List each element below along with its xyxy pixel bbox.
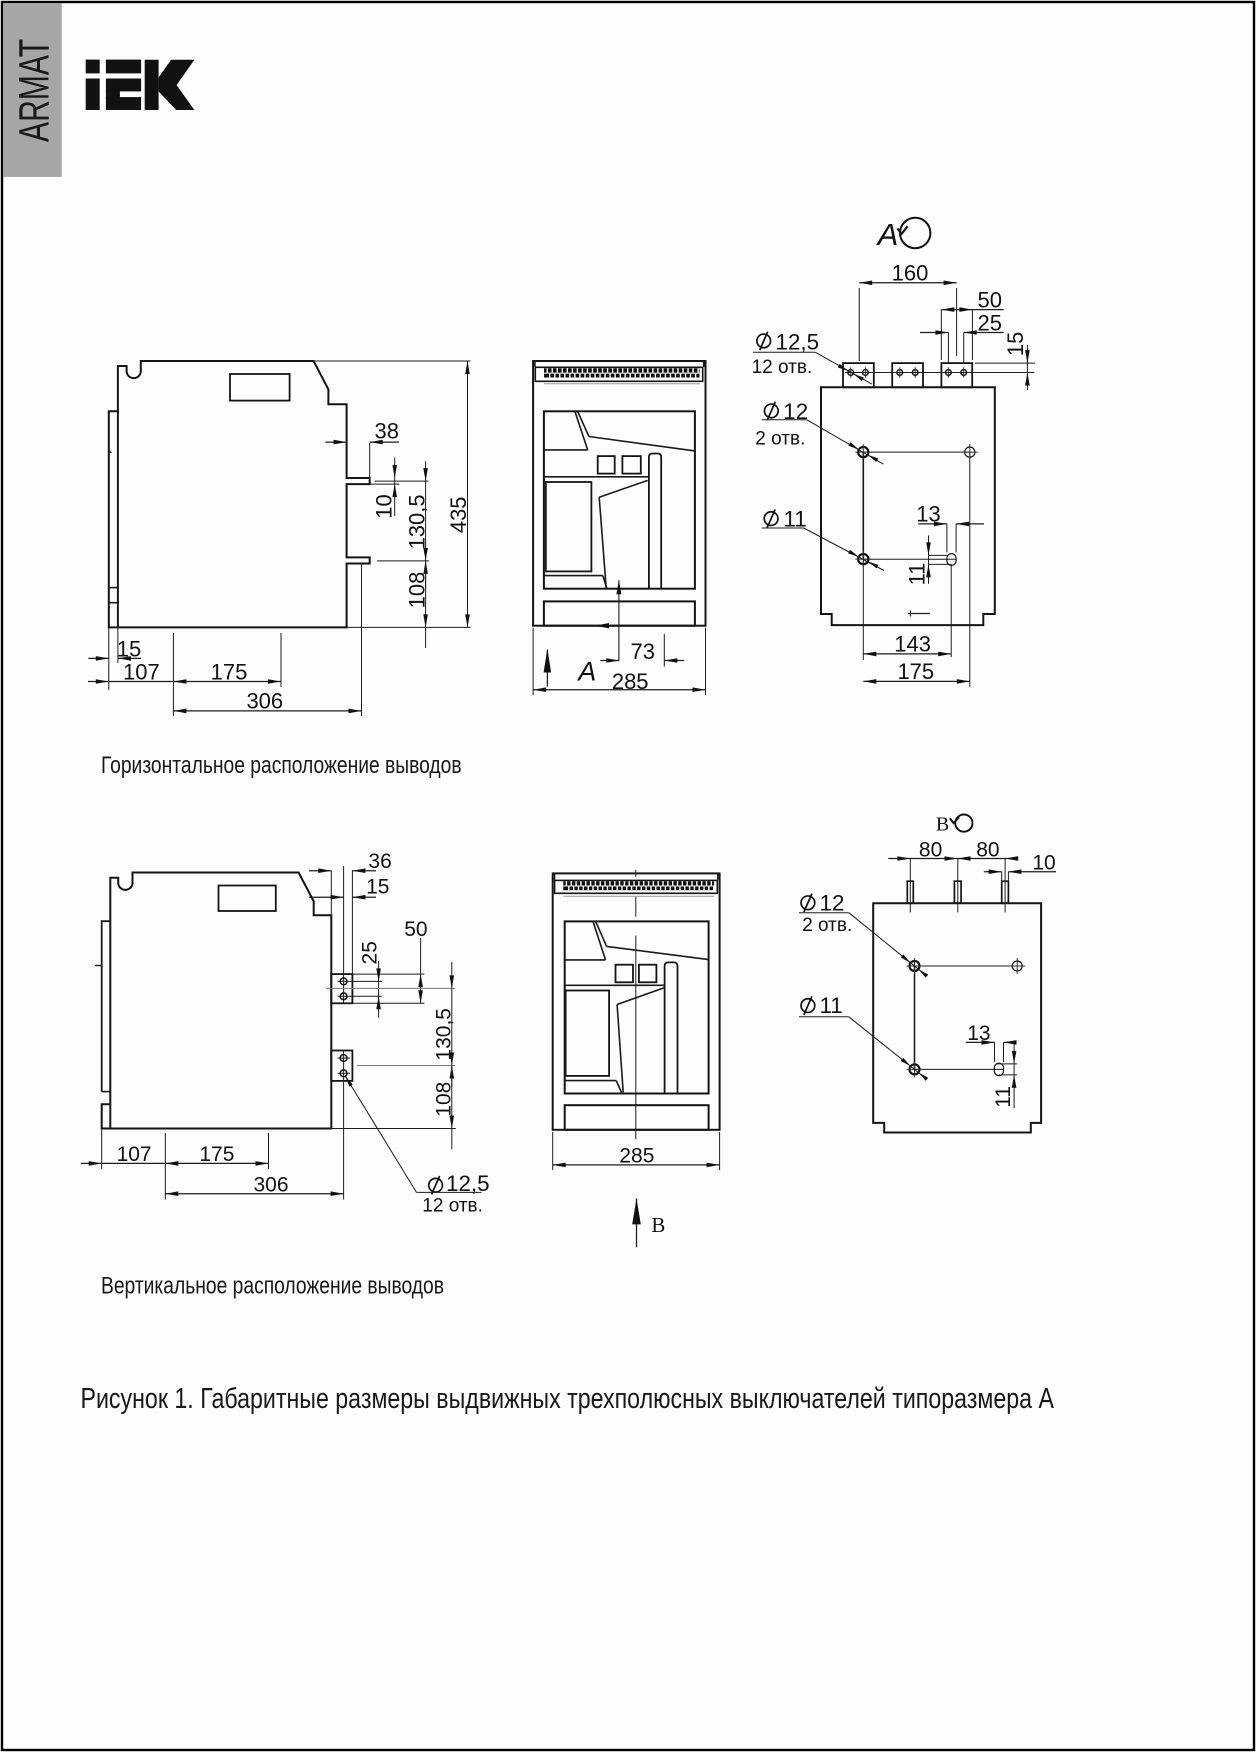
svg-text:12 отв.: 12 отв. [752,357,813,378]
svg-text:11: 11 [820,993,843,1018]
svg-text:108: 108 [405,572,430,609]
svg-text:175: 175 [897,659,934,684]
svg-text:130,5: 130,5 [405,494,430,549]
svg-text:11: 11 [784,507,807,532]
svg-text:306: 306 [253,1174,288,1197]
svg-text:В: В [651,1213,665,1237]
svg-text:13: 13 [916,502,940,527]
svg-text:В: В [936,814,949,836]
svg-text:12 отв.: 12 отв. [422,1196,483,1217]
svg-text:25: 25 [977,310,1001,335]
svg-text:175: 175 [211,659,248,684]
svg-text:130,5: 130,5 [433,1008,456,1061]
svg-text:15: 15 [1003,332,1028,356]
svg-text:11: 11 [992,1086,1015,1108]
svg-text:306: 306 [246,689,283,714]
svg-text:13: 13 [967,1022,990,1045]
svg-text:80: 80 [919,838,942,861]
svg-text:175: 175 [199,1143,234,1166]
svg-text:Рисунок 1. Габаритные размеры: Рисунок 1. Габаритные размеры выдвижных … [81,1381,1055,1414]
svg-text:50: 50 [977,287,1001,312]
svg-text:435: 435 [446,496,471,533]
svg-text:ARMAT: ARMAT [9,39,58,142]
svg-text:107: 107 [123,659,160,684]
svg-text:А: А [876,217,899,252]
svg-text:38: 38 [374,418,398,443]
svg-text:Горизонтальное расположение вы: Горизонтальное расположение выводов [101,751,462,779]
svg-text:50: 50 [404,918,427,941]
svg-text:108: 108 [433,1082,456,1117]
svg-text:2 отв.: 2 отв. [755,429,805,450]
svg-text:285: 285 [612,669,649,694]
svg-text:А: А [576,657,596,687]
svg-text:15: 15 [366,876,389,899]
svg-text:11: 11 [904,563,929,586]
svg-text:15: 15 [117,636,141,661]
svg-text:2 отв.: 2 отв. [802,915,852,936]
svg-text:160: 160 [892,260,929,285]
svg-text:143: 143 [894,632,931,657]
svg-text:10: 10 [372,494,397,518]
svg-text:Вертикальное расположение выво: Вертикальное расположение выводов [101,1271,444,1299]
svg-text:36: 36 [368,850,391,873]
svg-text:25: 25 [359,941,382,964]
svg-text:10: 10 [1032,852,1055,875]
svg-text:107: 107 [117,1143,152,1166]
svg-text:80: 80 [976,838,999,861]
svg-text:285: 285 [619,1145,654,1168]
svg-text:73: 73 [630,639,654,664]
svg-text:12: 12 [820,890,845,915]
svg-text:12,5: 12,5 [776,330,820,355]
